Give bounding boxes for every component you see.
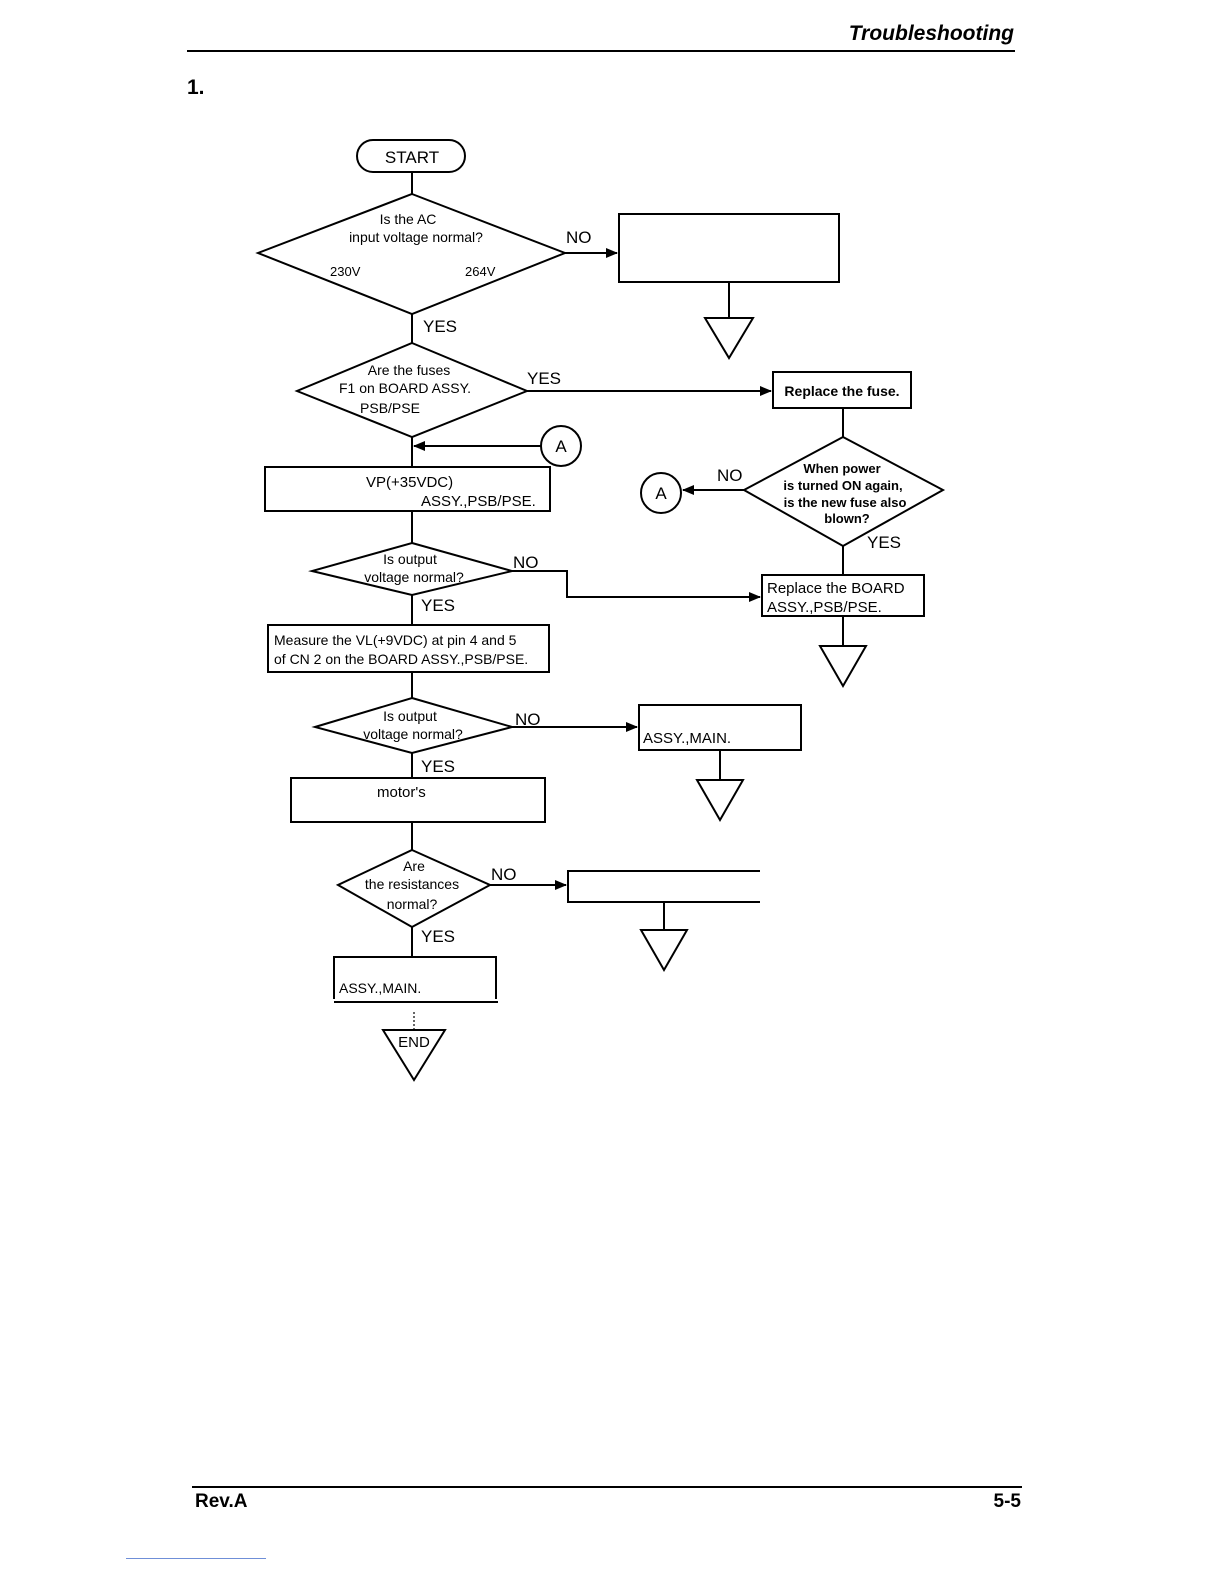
d4-line2: voltage normal?	[364, 569, 464, 585]
d3-yes-label: YES	[867, 533, 901, 552]
d1-low: 230V	[330, 264, 361, 279]
d4-line1: Is output	[383, 551, 437, 567]
end-terminator	[381, 1029, 447, 1082]
footer-revision: Rev.A	[195, 1491, 248, 1512]
d5-line1: Is output	[383, 708, 437, 724]
d5-yes-label: YES	[421, 757, 455, 776]
box-measure-vl	[267, 624, 550, 673]
d1-line2: input voltage normal?	[349, 229, 483, 245]
measure-vl-line2: of CN 2 on the BOARD ASSY.,PSB/PSE.	[274, 651, 528, 667]
box-replace-fuse	[772, 371, 912, 409]
d5-no-label: NO	[515, 710, 541, 729]
end-triangle	[818, 645, 868, 689]
start-label: START	[385, 148, 439, 167]
replace-board-line1: Replace the BOARD	[767, 580, 905, 597]
d6-line3: normal?	[387, 896, 438, 912]
connector-a-in-label: A	[555, 437, 567, 456]
end-triangle	[695, 779, 745, 823]
footer-rule	[192, 1486, 1022, 1488]
d4-no-label: NO	[513, 553, 539, 572]
vp-line2: ASSY.,PSB/PSE.	[421, 493, 536, 510]
d4-yes-label: YES	[421, 596, 455, 615]
header-rule	[187, 50, 1015, 52]
d5-line2: voltage normal?	[363, 726, 463, 742]
page-header-title: Troubleshooting	[848, 22, 1014, 45]
connector-a-out-label: A	[655, 484, 667, 503]
d6-line2: the resistances	[365, 876, 459, 892]
vp-line1: VP(+35VDC)	[366, 474, 453, 491]
replace-board-line2: ASSY.,PSB/PSE.	[767, 599, 882, 616]
box-motor	[290, 777, 546, 823]
d3-line2: is turned ON again,	[783, 478, 902, 493]
d2-line3: PSB/PSE	[360, 400, 420, 416]
section-number: 1.	[187, 76, 205, 99]
d3-line3: is the new fuse also	[784, 495, 907, 510]
end-label: END	[398, 1034, 430, 1051]
connector-a-out	[640, 472, 682, 514]
d6-yes-label: YES	[421, 927, 455, 946]
box-main-board-2	[333, 956, 497, 999]
measure-vl-line1: Measure the VL(+9VDC) at pin 4 and 5	[274, 632, 517, 648]
d1-high: 264V	[465, 264, 496, 279]
link-underline	[126, 1558, 266, 1559]
d2-line1: Are the fuses	[368, 362, 451, 378]
box-resistance-fix	[567, 870, 760, 903]
end-triangle	[703, 317, 755, 360]
main-board-1-label: ASSY.,MAIN.	[643, 730, 731, 747]
d2-line2: F1 on BOARD ASSY.	[339, 380, 471, 396]
d1-no-label: NO	[566, 228, 592, 247]
footer-page-number: 5-5	[993, 1491, 1021, 1512]
d1-line1: Is the AC	[380, 211, 437, 227]
d1-yes-label: YES	[423, 317, 457, 336]
main-board-2-label: ASSY.,MAIN.	[339, 980, 421, 996]
box-ac-fix	[618, 213, 840, 283]
replace-fuse-label: Replace the fuse.	[784, 383, 899, 399]
box-vp	[264, 466, 551, 512]
d2-yes-label: YES	[527, 369, 561, 388]
box-main-board-1	[638, 704, 802, 751]
end-triangle	[639, 929, 689, 973]
no-line	[512, 570, 761, 602]
d3-line1: When power	[803, 461, 880, 476]
motor-label: motor's	[377, 784, 426, 801]
d3-line4: blown?	[824, 511, 870, 526]
d3-no-label: NO	[717, 466, 743, 485]
d6-no-label: NO	[491, 865, 517, 884]
d6-line1: Are	[403, 858, 425, 874]
